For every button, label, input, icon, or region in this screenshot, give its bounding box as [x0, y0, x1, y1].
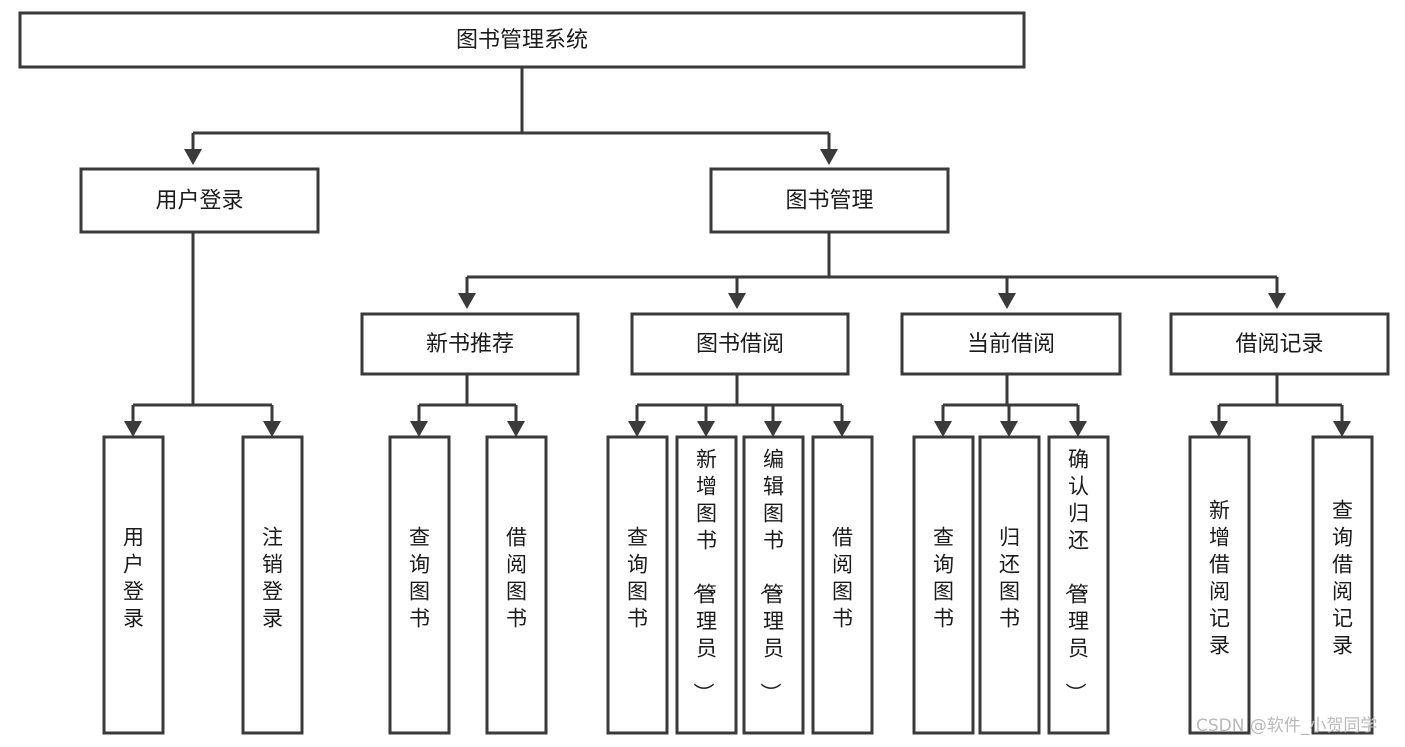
node-label: 借阅图书 — [832, 526, 853, 631]
node-label: 编辑图书（管理员） — [758, 448, 784, 704]
connector-books-to-level2 — [458, 232, 1286, 309]
node-label: 查询图书 — [409, 526, 430, 631]
node-level2-3[interactable]: 借阅记录 — [1169, 312, 1390, 376]
node-leaf-4[interactable]: 查询图书 — [606, 435, 669, 735]
node-leaf-3[interactable]: 借阅图书 — [485, 435, 548, 735]
node-level2-2[interactable]: 当前借阅 — [900, 312, 1122, 376]
node-layer: 图书管理系统用户登录图书管理新书推荐图书借阅当前借阅借阅记录用户登录注销登录查询… — [18, 11, 1390, 735]
node-leaf-11[interactable]: 新增借阅记录 — [1188, 435, 1251, 735]
connector-root-to-level1 — [184, 67, 838, 165]
node-level1-0[interactable]: 用户登录 — [79, 167, 320, 234]
node-label: 图书管理 — [785, 189, 873, 214]
node-label: 用户登录 — [155, 189, 243, 214]
node-label: 注销登录 — [262, 526, 283, 631]
node-label: 归还图书 — [999, 526, 1020, 631]
node-leaf-1[interactable]: 注销登录 — [241, 435, 304, 735]
node-label: 图书借阅 — [696, 332, 784, 357]
node-leaf-5[interactable]: 新增图书（管理员） — [675, 435, 738, 735]
node-level2-1[interactable]: 图书借阅 — [630, 312, 850, 376]
node-label: 新增借阅记录 — [1209, 499, 1230, 658]
node-label: 用户登录 — [123, 526, 144, 631]
node-leaf-6[interactable]: 编辑图书（管理员） — [742, 435, 805, 735]
node-leaf-0[interactable]: 用户登录 — [102, 435, 165, 735]
node-leaf-10[interactable]: 确认归还（管理员） — [1047, 435, 1110, 735]
node-label: 图书管理系统 — [456, 28, 588, 53]
connector-records-to-leaves — [1210, 374, 1351, 437]
node-label: 借阅图书 — [506, 526, 527, 631]
node-root-图书管理系统[interactable]: 图书管理系统 — [18, 11, 1026, 69]
connector-layer — [124, 67, 1351, 437]
node-label: 查询借阅记录 — [1332, 499, 1353, 658]
node-leaf-9[interactable]: 归还图书 — [978, 435, 1041, 735]
node-label: 新增图书（管理员） — [691, 448, 717, 704]
node-leaf-12[interactable]: 查询借阅记录 — [1311, 435, 1374, 735]
node-label: 查询图书 — [933, 526, 954, 631]
node-label: 借阅记录 — [1235, 332, 1323, 357]
connector-borrow-to-leaves — [628, 374, 851, 437]
connector-login-to-leaves — [124, 232, 281, 437]
node-leaf-2[interactable]: 查询图书 — [388, 435, 451, 735]
node-label: 当前借阅 — [967, 332, 1055, 357]
node-label: 确认归还（管理员） — [1063, 448, 1089, 704]
node-level1-1[interactable]: 图书管理 — [709, 167, 950, 234]
node-label: 查询图书 — [627, 526, 648, 631]
node-leaf-8[interactable]: 查询图书 — [912, 435, 975, 735]
csdn-watermark: CSDN @软件_小贺同学 — [1196, 716, 1377, 736]
node-label: 新书推荐 — [426, 332, 514, 357]
node-leaf-7[interactable]: 借阅图书 — [811, 435, 874, 735]
node-level2-0[interactable]: 新书推荐 — [360, 312, 580, 376]
connector-current-to-leaves — [934, 374, 1087, 437]
connector-newbooks-to-leaves — [410, 374, 525, 437]
